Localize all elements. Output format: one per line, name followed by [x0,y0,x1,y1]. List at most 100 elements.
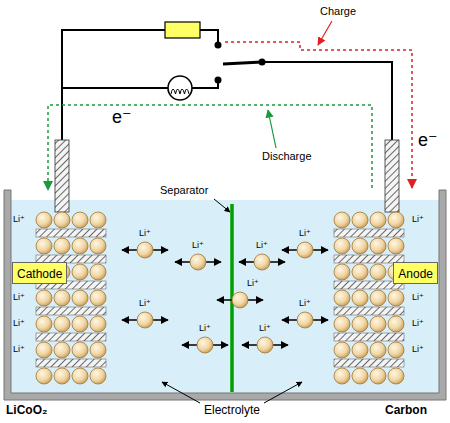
lithium-ion-ball [232,292,248,308]
electrode-name: Cathode [17,267,62,281]
lithium-ball [370,290,386,306]
lithium-ball [90,290,106,306]
flow-label: Discharge [262,150,312,163]
electrode-layers [36,212,404,384]
lithium-ball [352,316,368,332]
lithium-ball [334,316,350,332]
charge-path [225,42,412,188]
lamp-filament [171,89,189,94]
discharge-path [48,105,372,190]
lithium-ion-ball [137,242,153,258]
material-label: Carbon [385,404,427,418]
lithium-ball [334,368,350,384]
electrode-label-box: Cathode [12,262,67,284]
charge-pointer [318,21,332,45]
wire [192,80,218,88]
ion-label: Li⁺ [412,214,424,224]
ion-label: Li⁺ [412,344,424,354]
electrode-name: Anode [398,267,433,281]
ion-label: Li⁺ [13,214,25,224]
lithium-ion-ball [137,312,153,328]
lithium-ball [72,212,88,228]
lithium-ball [352,264,368,280]
lithium-ball [90,342,106,358]
lithium-ball [90,316,106,332]
ion-label: Li⁺ [259,323,271,333]
cathode-lead [55,140,69,212]
lithium-ball [54,368,70,384]
lithium-ball [370,368,386,384]
wire [262,62,392,140]
part-label: Electrolyte [204,404,260,418]
lithium-ball [72,290,88,306]
lithium-ball [54,290,70,306]
lithium-ball [388,368,404,384]
lithium-ball [54,342,70,358]
lithium-ball [370,212,386,228]
lithium-ball [388,342,404,358]
switch-blade [223,62,262,64]
ion-label: Li⁺ [256,240,268,250]
discharge-pointer [268,110,276,148]
hatched-layer [36,307,106,315]
hatched-layer [36,333,106,341]
lithium-ball [352,238,368,254]
electron-label: e⁻ [418,130,438,151]
circuit-wires [62,30,392,140]
hatched-layer [334,229,404,237]
material-label: LiCoO₂ [6,404,47,418]
lithium-ball [36,238,52,254]
ion-label: Li⁺ [139,298,151,308]
lithium-ball [388,238,404,254]
lithium-ion-ball [197,337,213,353]
lithium-ball [352,290,368,306]
electrolyte-pointer [162,382,200,403]
lithium-ball [72,316,88,332]
hatched-layer [36,229,106,237]
lithium-ball [334,290,350,306]
lithium-ball [370,264,386,280]
lithium-ion-ball [297,242,313,258]
lithium-ball [36,368,52,384]
tank-wall [4,190,446,400]
lithium-ball [90,368,106,384]
lithium-ball [54,238,70,254]
ion-label: Li⁺ [13,344,25,354]
hatched-layer [334,359,404,367]
lithium-ball [36,290,52,306]
lithium-ball [370,342,386,358]
lithium-ball [54,316,70,332]
lithium-ball [370,238,386,254]
lamp-symbol [168,76,192,100]
anode-lead [385,140,399,212]
wire [62,30,165,140]
switch-contact [215,42,222,49]
lithium-ball [90,238,106,254]
lithium-ion-ball [257,337,273,353]
ion-label: Li⁺ [412,292,424,302]
lithium-ion-ball [297,312,313,328]
lithium-ball [72,264,88,280]
lithium-ball [334,238,350,254]
switch-contact [215,77,222,84]
ion-label: Li⁺ [299,298,311,308]
hatched-layer [334,307,404,315]
lithium-ball [334,264,350,280]
lithium-ball [334,342,350,358]
wire [62,87,168,89]
lithium-ball [352,342,368,358]
ion-label: Li⁺ [299,228,311,238]
lithium-ion-ball [254,254,270,270]
ion-label: Li⁺ [412,318,424,328]
ion-label: Li⁺ [139,228,151,238]
separator-pointer [214,199,230,212]
ion-label: Li⁺ [199,323,211,333]
lithium-ball [90,212,106,228]
ion-label: Li⁺ [13,318,25,328]
